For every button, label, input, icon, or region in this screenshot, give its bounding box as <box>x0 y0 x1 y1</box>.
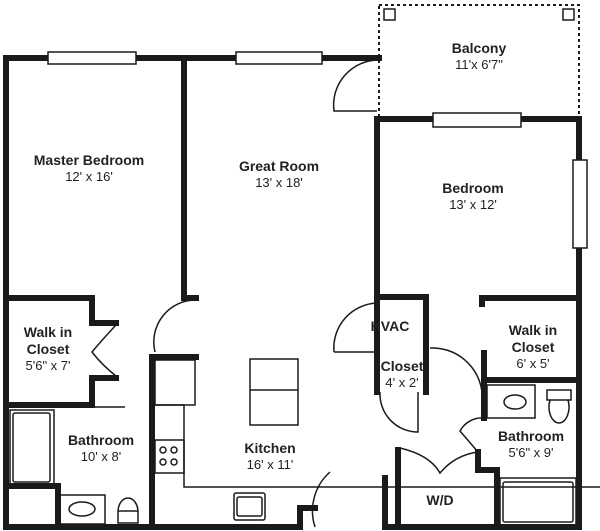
interior-wall <box>374 294 429 395</box>
stove <box>154 439 185 474</box>
island <box>249 358 299 426</box>
fridge <box>154 359 196 406</box>
sink-icon <box>68 501 96 517</box>
room-name: Great Room <box>238 158 320 174</box>
room-name: Bedroom <box>442 180 504 196</box>
room-name: Closet <box>380 358 424 374</box>
kitchen-sink-inner <box>236 496 263 517</box>
window <box>572 159 588 249</box>
balcony-door <box>332 59 380 112</box>
room-dims: 16' x 11' <box>246 456 294 472</box>
window <box>47 51 137 65</box>
closet-doors <box>91 324 117 377</box>
toilet-icon <box>117 497 139 524</box>
room-dims: 13' x 18' <box>255 174 303 190</box>
room-dims: 12' x 16' <box>65 168 113 184</box>
room-label-hvac: HVAC <box>371 318 410 335</box>
balcony-post <box>562 8 575 21</box>
room-dims: 11'x 6'7" <box>455 56 503 72</box>
closet-door <box>379 391 419 433</box>
room-dims: 6' x 5' <box>516 355 550 371</box>
interior-wall <box>3 483 61 530</box>
entry-door <box>311 471 331 528</box>
room-dims: 10' x 8' <box>80 448 122 464</box>
room-name: Master Bedroom <box>33 152 145 168</box>
window <box>235 51 323 65</box>
balcony-post <box>383 8 396 21</box>
sink-icon <box>503 394 527 410</box>
bathtub-inner <box>12 412 51 483</box>
burner-icon <box>159 446 178 466</box>
room-name: Bathroom <box>67 432 135 448</box>
room-dims: 13' x 12' <box>449 196 497 212</box>
interior-wall <box>479 295 582 307</box>
interior-wall <box>149 354 199 530</box>
room-name: Balcony <box>451 40 507 56</box>
room-dims: 4' x 2' <box>385 374 419 390</box>
kitchen-door <box>153 299 197 353</box>
room-dims: 5'6" x 7' <box>25 357 71 373</box>
interior-wall <box>3 295 119 326</box>
exterior-wall <box>3 55 382 530</box>
bathtub <box>499 477 577 526</box>
wd-doors <box>399 447 479 475</box>
hvac-door <box>333 302 378 353</box>
entry-wall <box>297 505 318 530</box>
room-name: Walk in Closet <box>508 322 558 355</box>
kitchen-sink <box>233 492 266 521</box>
exterior-wall <box>374 116 582 530</box>
vanity <box>59 494 106 525</box>
vanity <box>486 384 536 419</box>
room-name: Walk in Closet <box>23 324 73 357</box>
room-dims: 5'6" x 9' <box>508 444 554 460</box>
bathtub <box>9 409 55 485</box>
hall-door <box>429 347 483 393</box>
room-name: W/D <box>426 492 454 508</box>
interior-wall <box>181 55 199 301</box>
bath-door <box>459 417 485 453</box>
room-name: HVAC <box>370 318 410 334</box>
interior-wall <box>3 375 119 408</box>
toilet-icon <box>546 389 572 424</box>
room-name: Kitchen <box>244 440 296 456</box>
bathtub-inner <box>502 481 574 523</box>
interior-wall <box>475 449 500 530</box>
room-label-wd: W/D <box>426 492 453 509</box>
room-name: Bathroom <box>497 428 565 444</box>
window <box>432 112 522 128</box>
